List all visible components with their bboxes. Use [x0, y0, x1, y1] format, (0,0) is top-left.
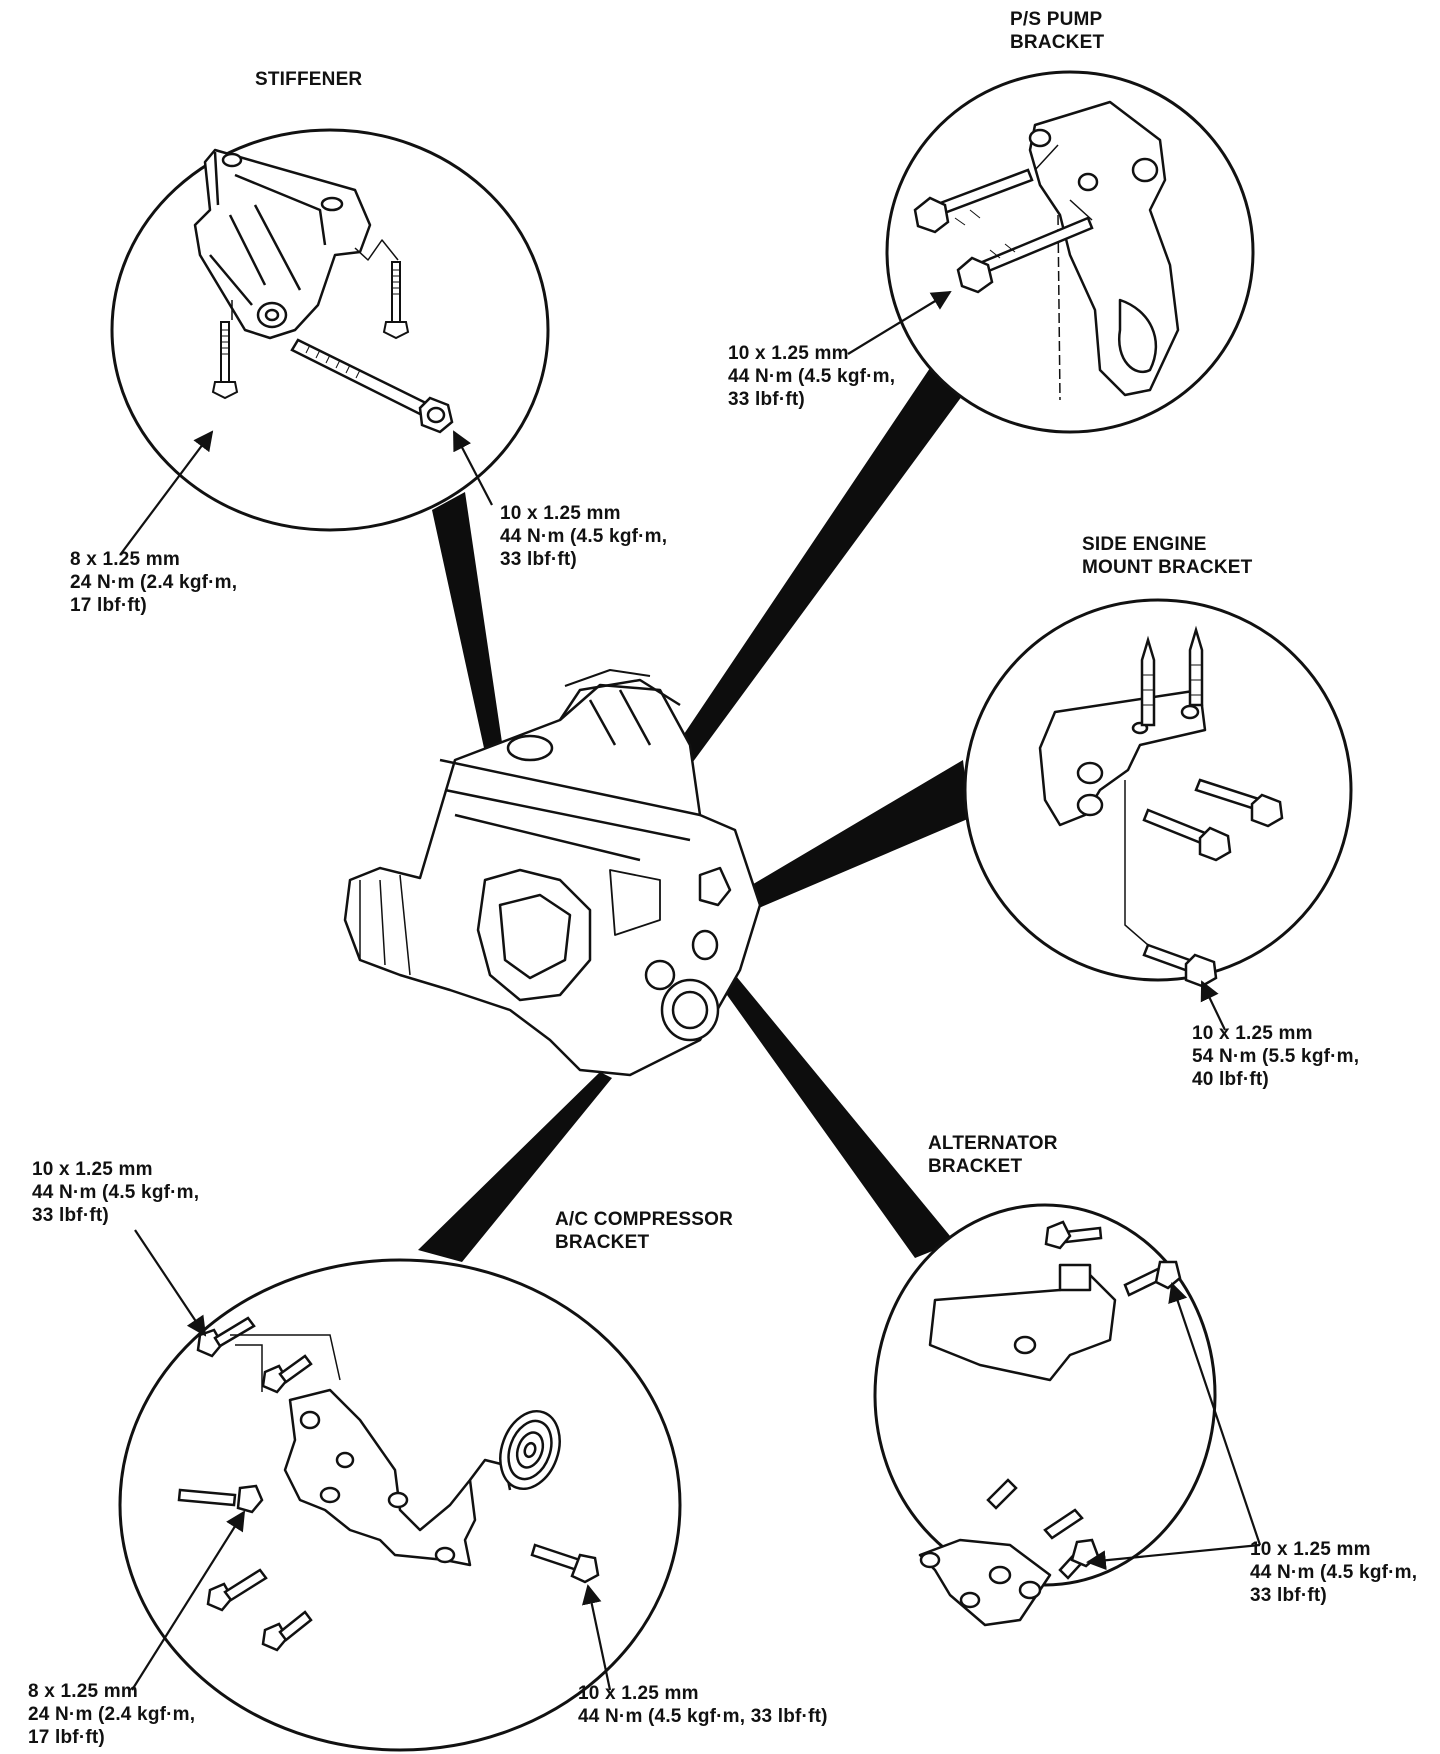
- spec-line: 10 x 1.25 mm: [32, 1159, 153, 1180]
- spec-line: 8 x 1.25 mm: [70, 549, 180, 570]
- title-line: BRACKET: [1010, 32, 1105, 53]
- ac-left-bolt-spec: 8 x 1.25 mm 24 N·m (2.4 kgf·m, 17 lbf·ft…: [28, 1680, 195, 1749]
- spec-line: 10 x 1.25 mm: [500, 503, 621, 524]
- spec-line: 24 N·m (2.4 kgf·m,: [28, 1704, 196, 1725]
- leader-arrows: [119, 290, 1262, 1691]
- spec-line: 10 x 1.25 mm: [578, 1683, 699, 1704]
- spec-line: 44 N·m (4.5 kgf·m,: [500, 526, 668, 547]
- stiffener-part: [193, 148, 399, 340]
- spec-line: 44 N·m (4.5 kgf·m,: [1250, 1562, 1418, 1583]
- band-side-mount: [706, 760, 970, 928]
- side-mount-studs: [1124, 625, 1284, 988]
- ps-pump-bracket-part: [1028, 100, 1180, 401]
- spec-line: 8 x 1.25 mm: [28, 1681, 138, 1702]
- title-line: BRACKET: [555, 1232, 650, 1253]
- spec-line: 44 N·m (4.5 kgf·m,: [32, 1182, 200, 1203]
- alternator-bracket-part: [918, 1263, 1117, 1627]
- ac-right-bolt-spec: 10 x 1.25 mm 44 N·m (4.5 kgf·m, 33 lbf·f…: [578, 1682, 828, 1728]
- engine-assembly: [343, 669, 762, 1077]
- alternator-bracket-title: ALTERNATOR BRACKET: [928, 1132, 1058, 1178]
- title-line: A/C COMPRESSOR: [555, 1209, 734, 1230]
- side-engine-mount-bracket-title: SIDE ENGINE MOUNT BRACKET: [1082, 533, 1252, 579]
- stiffener-bolt-10mm-spec: 10 x 1.25 mm 44 N·m (4.5 kgf·m, 33 lbf·f…: [500, 502, 667, 571]
- alternator-bolt-spec: 10 x 1.25 mm 44 N·m (4.5 kgf·m, 33 lbf·f…: [1250, 1538, 1417, 1607]
- alternator-bolts: [986, 1220, 1182, 1580]
- spec-line: 33 lbf·ft): [500, 549, 577, 570]
- ac-bracket-part: [283, 1388, 512, 1567]
- band-alternator: [722, 976, 955, 1258]
- stiffener-bolts: [211, 260, 454, 434]
- spec-line: 10 x 1.25 mm: [728, 343, 849, 364]
- title-line: ALTERNATOR: [928, 1133, 1058, 1154]
- ps-pump-bolts: [913, 144, 1094, 294]
- spec-line: 44 N·m (4.5 kgf·m, 33 lbf·ft): [578, 1706, 828, 1727]
- ps-pump-bolt-spec: 10 x 1.25 mm 44 N·m (4.5 kgf·m, 33 lbf·f…: [728, 342, 895, 411]
- spec-line: 33 lbf·ft): [728, 389, 805, 410]
- spec-line: 40 lbf·ft): [1192, 1069, 1269, 1090]
- title-line: MOUNT BRACKET: [1082, 557, 1253, 578]
- spec-line: 17 lbf·ft): [28, 1727, 105, 1748]
- spec-line: 44 N·m (4.5 kgf·m,: [728, 366, 896, 387]
- spec-line: 33 lbf·ft): [1250, 1585, 1327, 1606]
- stiffener-bolt-8mm-spec: 8 x 1.25 mm 24 N·m (2.4 kgf·m, 17 lbf·ft…: [70, 548, 237, 617]
- band-ac-compressor: [418, 1072, 612, 1262]
- spec-line: 10 x 1.25 mm: [1250, 1539, 1371, 1560]
- side-mount-bolt-spec: 10 x 1.25 mm 54 N·m (5.5 kgf·m, 40 lbf·f…: [1192, 1022, 1359, 1091]
- spec-line: 33 lbf·ft): [32, 1205, 109, 1226]
- ac-compressor-bracket-title: A/C COMPRESSOR BRACKET: [555, 1208, 733, 1254]
- ac-bolts: [177, 1316, 600, 1652]
- title-line: P/S PUMP: [1010, 9, 1103, 30]
- title-line: BRACKET: [928, 1156, 1023, 1177]
- band-stiffener: [432, 492, 512, 812]
- side-mount-bracket-part: [1038, 688, 1207, 827]
- spec-line: 10 x 1.25 mm: [1192, 1023, 1313, 1044]
- stiffener-title: STIFFENER: [255, 69, 363, 90]
- spec-line: 54 N·m (5.5 kgf·m,: [1192, 1046, 1360, 1067]
- ac-idler-pulley: [499, 1409, 561, 1491]
- spec-line: 24 N·m (2.4 kgf·m,: [70, 572, 238, 593]
- title-line: SIDE ENGINE: [1082, 534, 1207, 555]
- ps-pump-bracket-title: P/S PUMP BRACKET: [1010, 8, 1104, 54]
- ac-top-bolt-spec: 10 x 1.25 mm 44 N·m (4.5 kgf·m, 33 lbf·f…: [32, 1158, 199, 1227]
- spec-line: 17 lbf·ft): [70, 595, 147, 616]
- circle-side-mount: [963, 598, 1353, 982]
